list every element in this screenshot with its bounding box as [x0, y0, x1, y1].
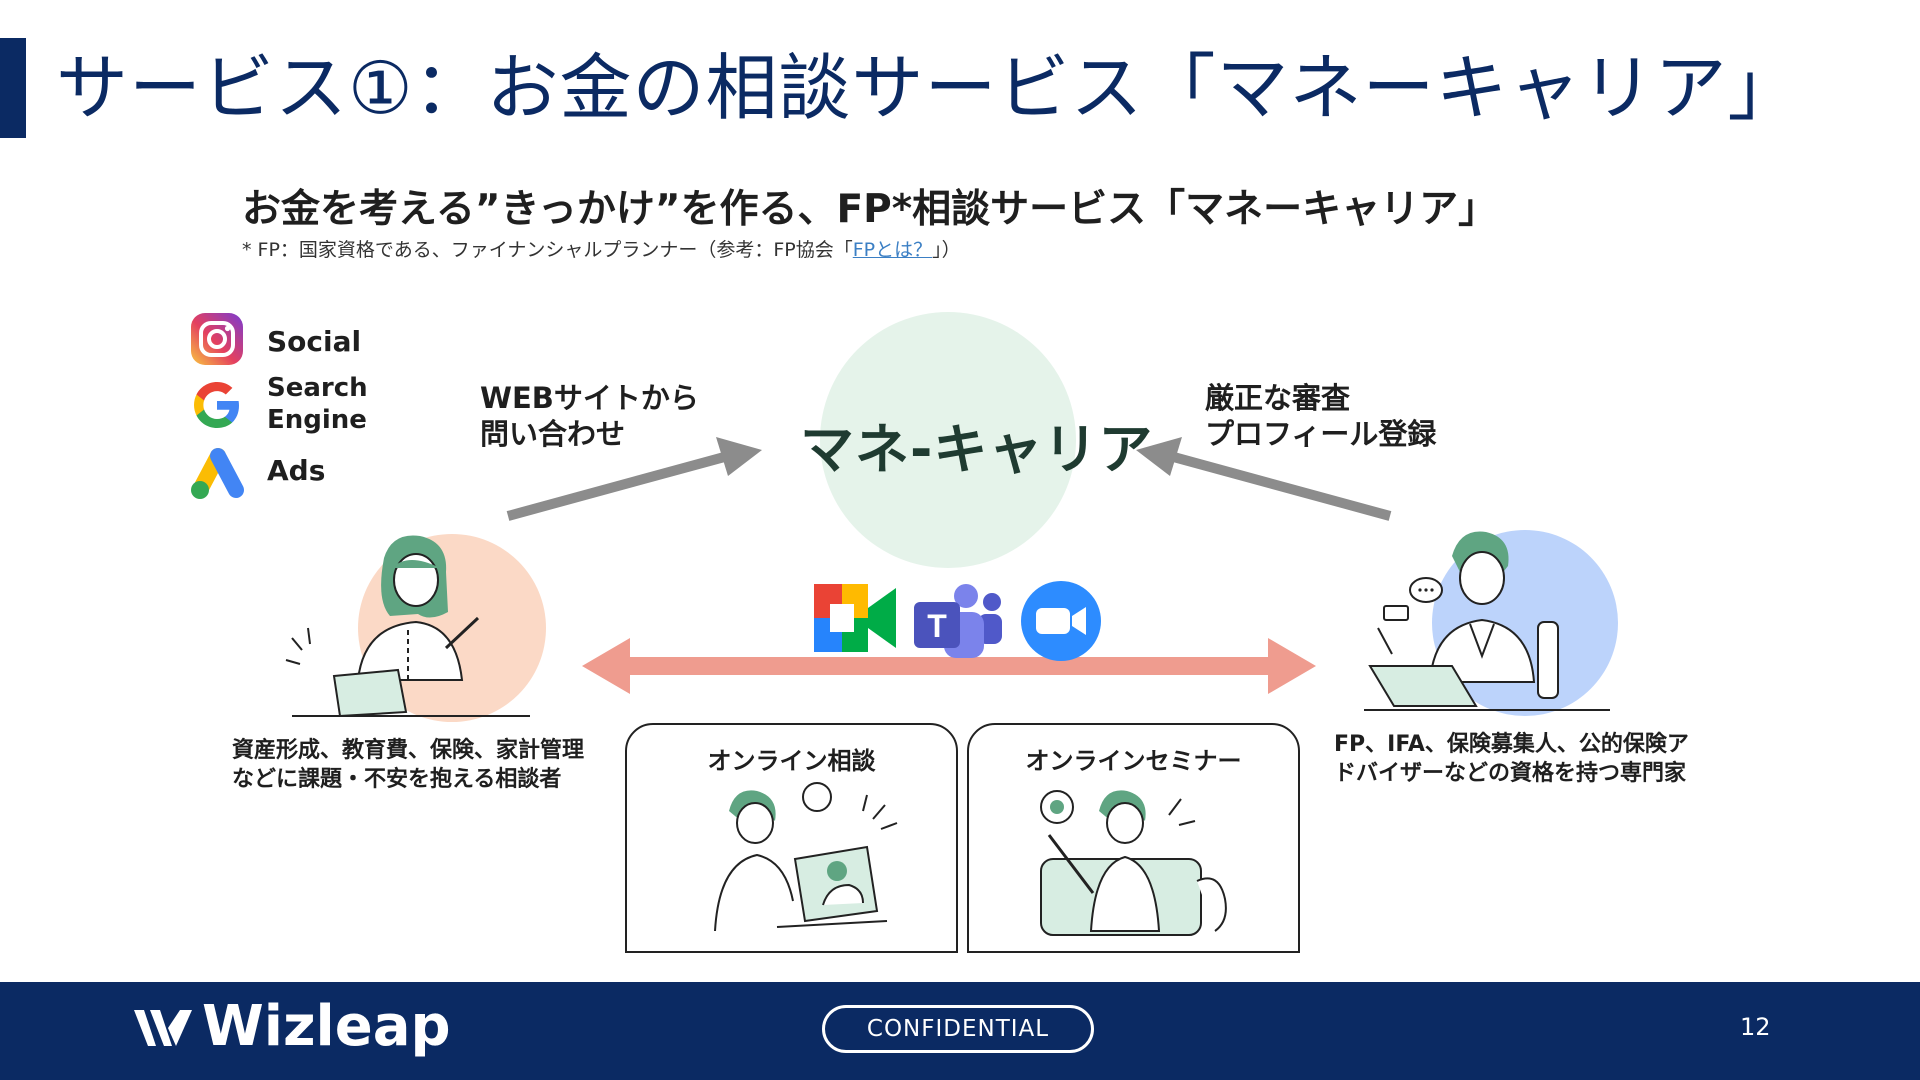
instagram-icon — [190, 312, 244, 366]
footnote: * FP：国家資格である、ファイナンシャルプランナー（参考：FP協会「FPとは？… — [242, 235, 961, 262]
channel-search-label-line2: Engine — [267, 405, 367, 435]
left-callout-line2: 問い合わせ — [480, 417, 626, 451]
google-icon — [190, 378, 244, 432]
headline: お金を考える”きっかけ”を作る、FP*相談サービス「マネーキャリア」 — [242, 187, 1498, 232]
channel-search-label-line1: Search — [267, 373, 368, 403]
expert-description-line2: ドバイザーなどの資格を持つ専門家 — [1334, 761, 1687, 786]
confidential-badge: CONFIDENTIAL — [822, 1005, 1094, 1053]
right-callout-line2: プロフィール登録 — [1205, 417, 1437, 451]
google-meet-icon — [810, 582, 898, 654]
online-consultation-illustration — [714, 782, 898, 932]
channel-social-label: Social — [267, 325, 362, 358]
card-online-seminar: オンラインセミナー — [967, 723, 1300, 953]
page-number: 12 — [1740, 1013, 1771, 1041]
google-ads-icon — [186, 442, 250, 502]
consultee-description-line2: などに課題・不安を抱える相談者 — [232, 767, 562, 792]
online-seminar-illustration — [1040, 790, 1227, 936]
channel-search-label: Search Engine — [267, 372, 368, 436]
consultee-description: 資産形成、教育費、保険、家計管理 などに課題・不安を抱える相談者 — [232, 736, 584, 794]
wizleap-logo-text: Wizleap — [202, 994, 451, 1059]
expert-description-line1: FP、IFA、保険募集人、公的保険ア — [1334, 732, 1689, 757]
left-callout: WEBサイトから 問い合わせ — [480, 380, 699, 452]
consultee-illustration — [280, 530, 540, 720]
footnote-prefix: * FP：国家資格である、ファイナンシャルプランナー（参考：FP協会「 — [242, 239, 853, 261]
brand-name: マネ-キャリア — [800, 418, 1154, 481]
footer-bar — [0, 982, 1920, 1080]
footnote-suffix: 」） — [932, 239, 961, 261]
arrow-expert-to-brand — [1136, 437, 1392, 521]
card-online-seminar-title: オンラインセミナー — [1025, 747, 1242, 775]
title-accent-bar — [0, 38, 26, 138]
arrow-bidirectional — [582, 638, 1316, 694]
right-callout: 厳正な審査 プロフィール登録 — [1205, 380, 1436, 452]
wizleap-logo-mark — [132, 1006, 194, 1048]
expert-description: FP、IFA、保険募集人、公的保険ア ドバイザーなどの資格を持つ専門家 — [1334, 730, 1689, 788]
card-online-consultation: オンライン相談 — [625, 723, 958, 953]
left-callout-line1: WEBサイトから — [480, 381, 699, 415]
channel-ads-label: Ads — [267, 454, 326, 487]
microsoft-teams-icon: T — [912, 582, 1004, 662]
svg-text:T: T — [927, 608, 947, 644]
card-online-consultation-title: オンライン相談 — [707, 747, 876, 775]
right-callout-line1: 厳正な審査 — [1205, 381, 1351, 415]
consultee-description-line1: 資産形成、教育費、保険、家計管理 — [232, 738, 585, 763]
expert-illustration — [1360, 526, 1620, 720]
fp-definition-link[interactable]: FPとは？ — [852, 239, 933, 261]
brand-circle — [820, 312, 1076, 568]
zoom-icon — [1020, 580, 1102, 662]
arrow-user-to-brand — [506, 437, 762, 521]
page-title: サービス①：お金の相談サービス「マネーキャリア」 — [56, 46, 1801, 130]
